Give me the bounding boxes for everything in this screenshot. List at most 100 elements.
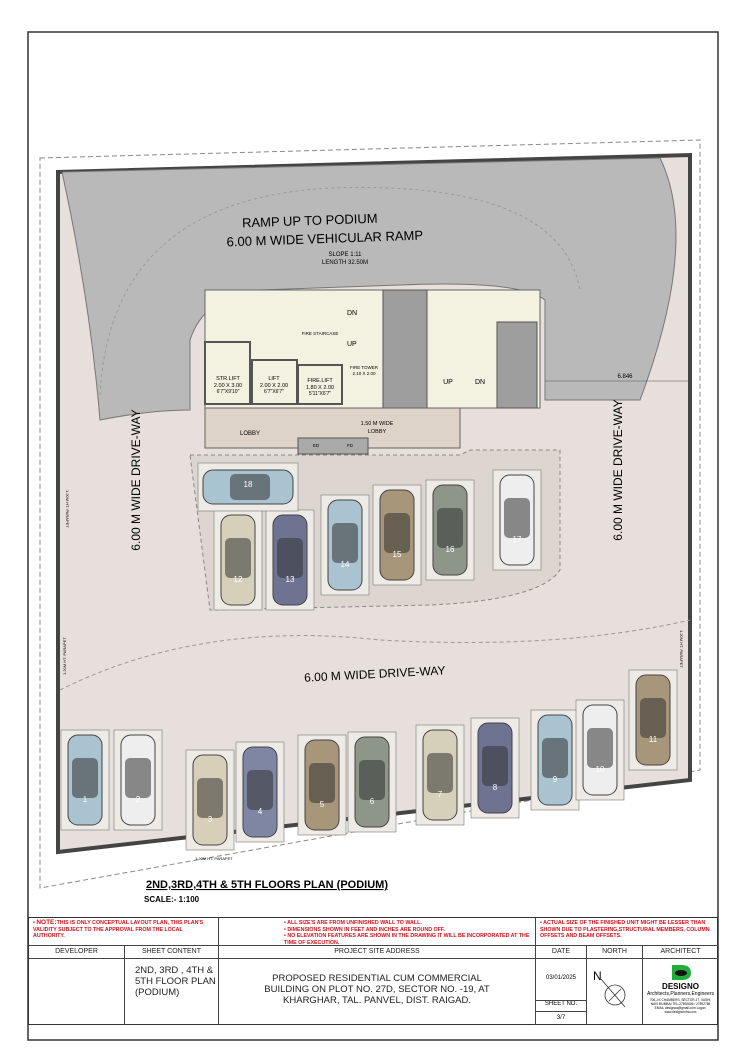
- note-middle-1: ALL SIZE'S ARE FROM UNFINISHED WALL TO W…: [287, 920, 422, 926]
- shaft-right: [496, 321, 538, 409]
- car-number: 9: [553, 775, 558, 784]
- car-number: 16: [446, 545, 455, 554]
- car-cabin: [309, 763, 335, 803]
- parking-space-1: 1: [60, 729, 110, 831]
- car-number: 12: [234, 575, 243, 584]
- fire-tower-label: FIRE TOWER: [350, 365, 379, 370]
- header-north: NORTH: [587, 946, 643, 959]
- parking-space-2: 2: [113, 729, 163, 831]
- str-lift: [204, 341, 251, 405]
- dn-label: DN: [347, 310, 357, 317]
- fire-tower-size: 2.10 X 2.00: [352, 371, 376, 376]
- ramp-slope: SLOPE 1:11: [329, 252, 363, 258]
- ramp-length: LENGTH 32.50M: [322, 260, 368, 266]
- car-number: 4: [258, 807, 263, 816]
- car-cabin: [504, 498, 530, 538]
- car-number: 6: [370, 797, 375, 806]
- title-block: • NOTE:THIS IS ONLY CONCEPTUAL LAYOUT PL…: [28, 917, 718, 1025]
- sheet-content: 2ND, 3RD , 4TH & 5TH FLOOR PLAN (PODIUM): [125, 959, 219, 1025]
- parking-space-11: 11: [628, 669, 678, 771]
- header-address: PROJECT SITE ADDRESS: [219, 946, 536, 959]
- note-left: • NOTE:THIS IS ONLY CONCEPTUAL LAYOUT PL…: [29, 918, 219, 946]
- architect-cell: DESIGNO Architects,Planners,Engineers 70…: [643, 959, 718, 1025]
- header-architect: ARCHITECT: [643, 946, 718, 959]
- architect-contact: 706,J.K CHAMBERS, SECTOR-17, VASHI, NAVI…: [649, 998, 712, 1014]
- car-cabin: [437, 508, 463, 548]
- parking-space-14: 14: [320, 494, 370, 596]
- ramp-centerline: [99, 186, 581, 396]
- car-number: 2: [136, 795, 141, 804]
- up-label: UP: [347, 341, 357, 348]
- car-number: 8: [493, 783, 498, 792]
- wide-lobby-label-2: LOBBY: [368, 429, 387, 435]
- car-cabin: [359, 760, 385, 800]
- plan-scale: SCALE:- 1:100: [144, 895, 200, 904]
- sheet-no-value: 3/7: [536, 1012, 587, 1025]
- ed-label: ED: [313, 443, 320, 448]
- plot-boundary: [39, 139, 701, 889]
- parking-space-18: 18: [197, 462, 299, 512]
- header-date: DATE: [536, 946, 587, 959]
- note-middle: • ALL SIZE'S ARE FROM UNFINISHED WALL TO…: [219, 918, 536, 946]
- str-lift-label: STR.LIFT: [216, 376, 240, 382]
- car-cabin: [427, 753, 453, 793]
- car-number: 10: [596, 765, 605, 774]
- parking-space-16: 16: [425, 479, 475, 581]
- north-arrow-icon: [600, 978, 626, 1008]
- parking-space-8: 8: [470, 717, 520, 819]
- parking-space-10: 10: [575, 699, 625, 801]
- lift-label: LIFT: [268, 376, 280, 382]
- date-value: 03/01/2025: [536, 959, 587, 1001]
- car-cabin: [72, 758, 98, 798]
- str-lift-imperial: 6'7"X9'10": [217, 389, 240, 395]
- north-cell: N: [587, 959, 643, 1025]
- ramp-title: RAMP UP TO PODIUM: [242, 211, 378, 231]
- note-middle-2: DIMENSIONS SHOWN IN FEET AND INCHES ARE …: [287, 926, 445, 933]
- car-cabin: [197, 778, 223, 818]
- parking-space-4: 4: [235, 741, 285, 843]
- car-cabin: [587, 728, 613, 768]
- sheet-border: [27, 31, 719, 1041]
- fire-lift-imperial: 5'11"X6'7": [309, 391, 332, 397]
- ducts: [297, 437, 369, 455]
- parking-space-13: 13: [265, 509, 315, 611]
- car-number: 17: [513, 535, 522, 544]
- header-sheet-content: SHEET CONTENT: [125, 946, 219, 959]
- fire-staircase-label: FIRE STAIRCASE: [302, 331, 339, 336]
- lift-size: 2.00 X 2.00: [260, 383, 288, 389]
- stair-dn-label: DN: [475, 379, 485, 386]
- parking-space-9: 9: [530, 709, 580, 811]
- car-cabin: [225, 538, 251, 578]
- fd-label: FD: [347, 443, 354, 448]
- architect-tagline: Architects,Planners,Engineers: [647, 991, 714, 997]
- car-cabin: [384, 513, 410, 553]
- car-cabin: [247, 770, 273, 810]
- header-developer: DEVELOPER: [29, 946, 125, 959]
- sheet-no-label: SHEET NO.: [536, 1001, 587, 1012]
- plan-title: 2ND,3RD,4TH & 5TH FLOORS PLAN (PODIUM): [146, 879, 388, 891]
- parapet-label: 1.20M HT. PARAPET: [65, 490, 70, 528]
- lobby-label: LOBBY: [240, 431, 260, 437]
- dimension-label: 6.846: [617, 374, 633, 380]
- lift-imperial: 6'7"X6'7": [264, 389, 284, 395]
- car-number: 3: [208, 815, 213, 824]
- designo-logo: [671, 965, 691, 980]
- str-lift-size: 2.00 X 3.00: [214, 383, 242, 389]
- stair-up-label: UP: [443, 379, 453, 386]
- lift: [251, 359, 298, 405]
- car-number: 5: [320, 800, 325, 809]
- note-left-text: THIS IS ONLY CONCEPTUAL LAYOUT PLAN, THI…: [33, 920, 204, 939]
- car-cabin: [125, 758, 151, 798]
- driveway-right-label: 6.00 M WIDE DRIVE-WAY: [611, 399, 625, 540]
- parking-space-12: 12: [213, 509, 263, 611]
- parking-space-7: 7: [415, 724, 465, 826]
- car-cabin: [482, 746, 508, 786]
- driveway-curve: [59, 619, 691, 691]
- architect-name: DESIGNO: [662, 982, 699, 991]
- car-cabin: [640, 698, 666, 738]
- parking-space-6: 6: [347, 731, 397, 833]
- parking-space-17: 17: [492, 469, 542, 571]
